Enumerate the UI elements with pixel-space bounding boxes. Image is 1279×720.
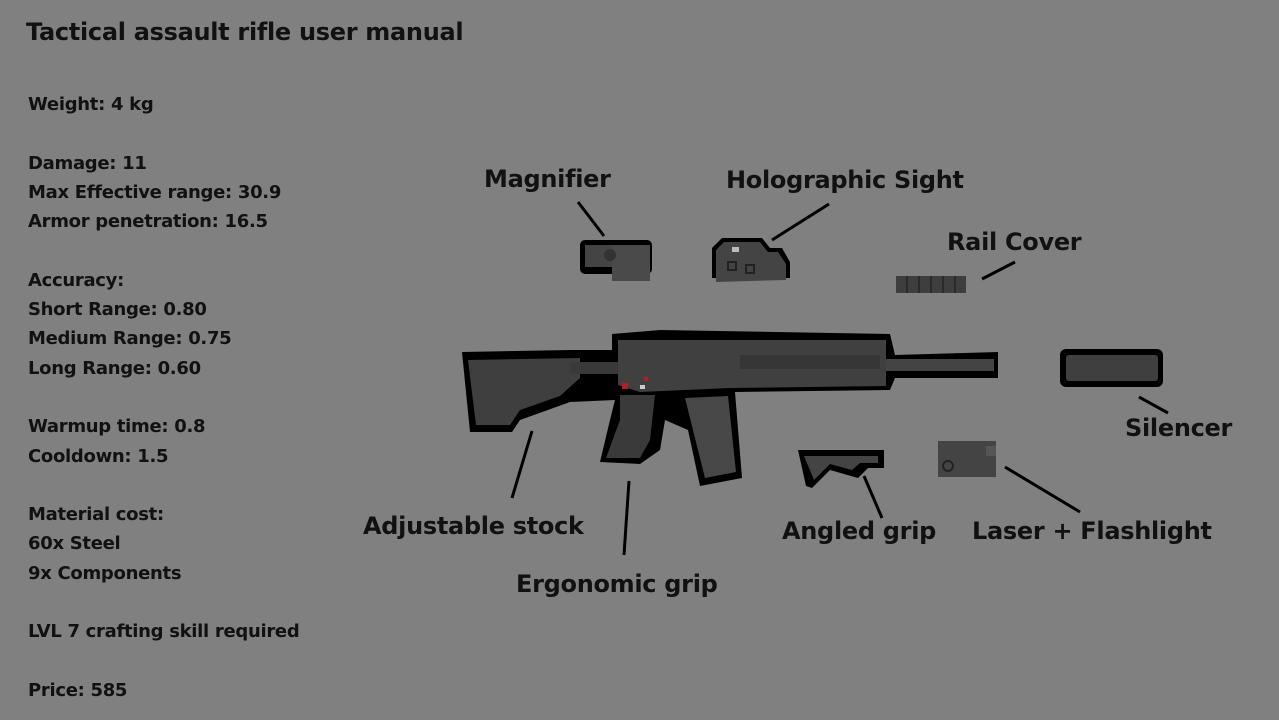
stat-line: 9x Components [28, 562, 182, 584]
label-ergonomic-grip: Ergonomic grip [516, 570, 718, 598]
page-title: Tactical assault rifle user manual [26, 18, 464, 46]
label-adjustable-stock: Adjustable stock [363, 512, 584, 540]
holographic-sight-icon [712, 238, 790, 282]
rail-cover-icon [896, 276, 966, 293]
stat-line: Short Range: 0.80 [28, 299, 207, 321]
leader-grip [622, 480, 631, 556]
stat-line: Cooldown: 1.5 [28, 445, 169, 467]
angled-grip-icon [798, 450, 884, 488]
label-laser-flashlight: Laser + Flashlight [972, 517, 1212, 545]
stat-line: Damage: 11 [28, 152, 147, 174]
stat-line: LVL 7 crafting skill required [28, 621, 300, 643]
stat-line: Warmup time: 0.8 [28, 416, 206, 438]
leader-stock [510, 430, 534, 499]
stat-line: Material cost: [28, 504, 164, 526]
leader-laser [1004, 465, 1081, 514]
magnifier-icon [580, 240, 652, 281]
stat-line: Weight: 4 kg [28, 94, 154, 115]
stat-line: Accuracy: [28, 269, 125, 291]
laser-flashlight-icon [938, 441, 996, 477]
stat-line: 60x Steel [28, 533, 121, 555]
stat-line: Medium Range: 0.75 [28, 328, 232, 350]
label-silencer: Silencer [1125, 414, 1233, 442]
leader-rail [981, 260, 1016, 281]
leader-silencer [1138, 395, 1169, 415]
silencer-icon [1060, 349, 1163, 387]
stat-line: Price: 585 [28, 679, 128, 701]
leader-holo [771, 202, 830, 242]
stats-list: Weight: 4 kg Damage: 11 Max Effective rang… [28, 90, 300, 705]
leader-angled [862, 475, 884, 519]
stat-line: Long Range: 0.60 [28, 357, 201, 379]
rifle-icon [462, 330, 998, 486]
label-magnifier: Magnifier [484, 165, 611, 193]
label-rail-cover: Rail Cover [947, 228, 1082, 256]
leader-lines [510, 201, 1169, 556]
label-angled-grip: Angled grip [782, 517, 937, 545]
label-holographic-sight: Holographic Sight [726, 166, 964, 194]
leader-magnifier [576, 201, 606, 237]
stat-line: Armor penetration: 16.5 [28, 211, 268, 233]
stat-line: Max Effective range: 30.9 [28, 181, 282, 203]
